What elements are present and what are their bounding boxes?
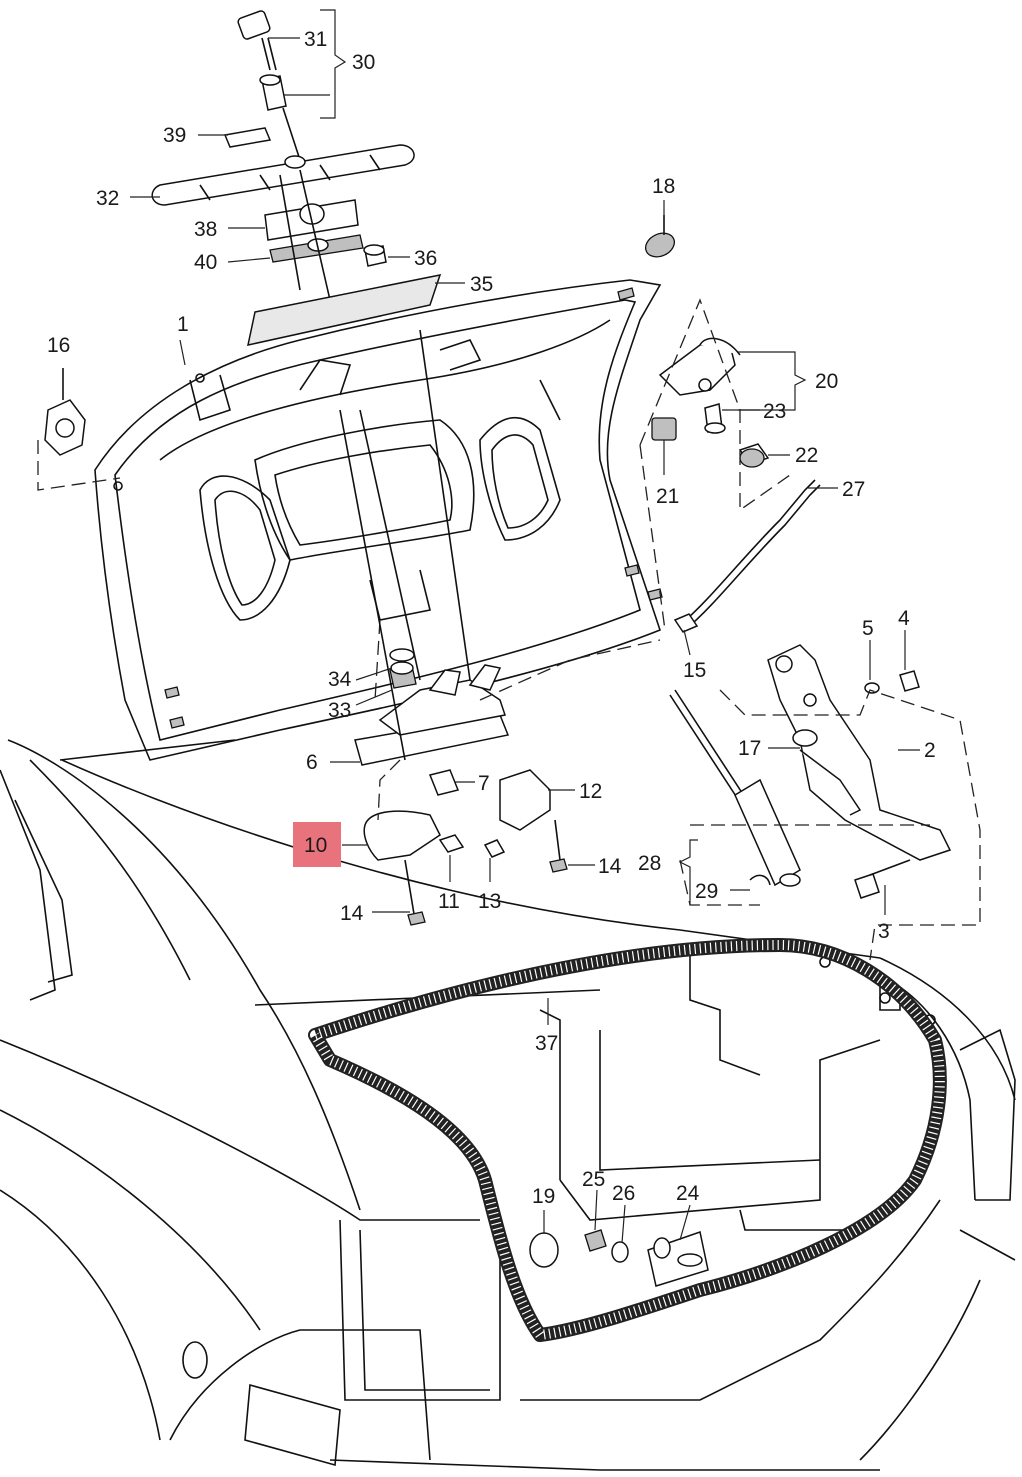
callout-37: 37 — [535, 1032, 558, 1055]
callout-1: 1 — [177, 313, 189, 336]
callout-35: 35 — [470, 273, 493, 296]
callout-5: 5 — [862, 617, 874, 640]
latch-assembly — [339, 329, 661, 926]
callout-17: 17 — [738, 737, 761, 760]
callout-36: 36 — [414, 247, 437, 270]
callout-23: 23 — [763, 400, 786, 423]
callout-27: 27 — [842, 478, 865, 501]
callout-16: 16 — [47, 334, 70, 357]
callout-20: 20 — [815, 370, 838, 393]
key-and-lock-cylinder — [237, 10, 301, 161]
callout-7: 7 — [478, 772, 490, 795]
callout-4: 4 — [898, 607, 910, 630]
callout-40: 40 — [194, 251, 217, 274]
callout-11: 11 — [438, 890, 460, 913]
buffer-18 — [644, 215, 676, 258]
hinge-assembly — [639, 298, 821, 633]
callout-29: 29 — [695, 880, 718, 903]
callout-28: 28 — [638, 852, 661, 875]
callout-labels: 31 30 39 32 38 40 36 35 18 1 16 20 23 22… — [47, 28, 936, 1208]
insulation-pad — [247, 244, 442, 346]
callout-24: 24 — [676, 1182, 700, 1205]
callout-13: 13 — [478, 890, 501, 913]
trunk-lid — [94, 279, 663, 761]
callout-22: 22 — [795, 444, 818, 467]
gas-strut-bracket — [639, 444, 981, 961]
callout-34: 34 — [328, 668, 352, 691]
callout-12: 12 — [579, 780, 602, 803]
callout-33: 33 — [328, 699, 351, 722]
callout-39: 39 — [163, 124, 186, 147]
bottom-parts — [529, 1229, 709, 1287]
callout-2: 2 — [924, 739, 936, 762]
callout-38: 38 — [194, 218, 217, 241]
callout-14b: 14 — [340, 902, 364, 925]
callout-10: 10 — [304, 834, 327, 857]
leader-lines — [130, 9, 920, 1244]
callout-19: 19 — [532, 1185, 555, 1208]
callout-14a: 14 — [598, 855, 622, 878]
handle-trim — [151, 127, 415, 301]
callout-18: 18 — [652, 175, 675, 198]
trunk-seal — [308, 938, 947, 1342]
part-16 — [37, 368, 121, 491]
callout-26: 26 — [612, 1182, 635, 1205]
car-body — [0, 739, 1016, 1471]
highlight-box-10 — [293, 822, 341, 867]
callout-25: 25 — [582, 1168, 605, 1191]
callout-6: 6 — [306, 751, 318, 774]
callout-30: 30 — [352, 51, 375, 74]
callout-32: 32 — [96, 187, 119, 210]
callout-31: 31 — [304, 28, 327, 51]
callout-3: 3 — [878, 920, 890, 943]
callout-21: 21 — [656, 485, 679, 508]
callout-15: 15 — [683, 659, 706, 682]
